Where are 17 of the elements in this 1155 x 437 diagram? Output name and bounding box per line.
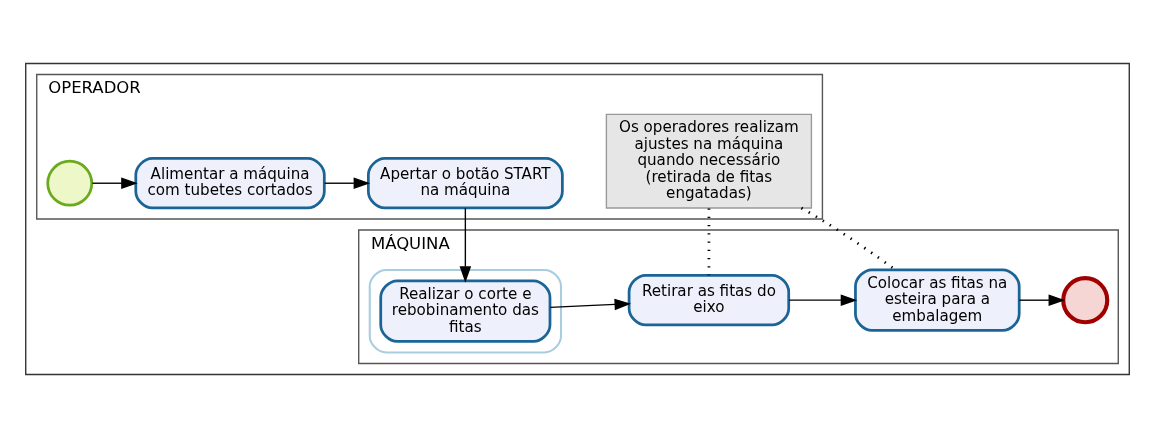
node-box: Realizar o corte e rebobinamento das fitas — [379, 279, 552, 343]
node-box: Alimentar a máquina com tubetes cortados — [134, 156, 326, 209]
arrow — [549, 298, 632, 310]
arrow — [788, 293, 858, 306]
node-box: Os operadores realizam ajustes na máquina quando necessário (retirada de fitas engatadas) — [605, 113, 813, 209]
cluster — [368, 268, 562, 353]
connector — [707, 207, 711, 275]
node-box: Colocar as fitas na esteira para a embalagem — [854, 268, 1021, 332]
node-circle — [46, 159, 94, 207]
node-circle — [1061, 275, 1110, 324]
arrow — [324, 176, 371, 189]
node-box: Apertar o botão START na máquina — [366, 156, 564, 209]
arrow — [91, 176, 138, 189]
arrow — [1018, 293, 1066, 306]
node-box: Retirar as fitas do eixo — [627, 273, 791, 326]
arrow — [459, 207, 472, 283]
cluster — [25, 62, 1130, 375]
